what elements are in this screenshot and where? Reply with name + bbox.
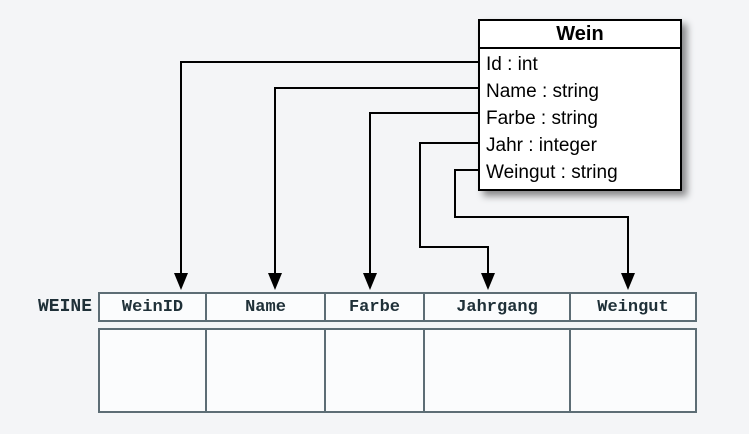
arrowhead-jahrgang [481,273,495,290]
column-header-farbe: Farbe [326,294,425,320]
empty-cell-jahrgang [425,330,571,411]
uml-class-box-wein: Wein Id : int Name : string Farbe : stri… [478,19,682,191]
class-attribute-jahr: Jahr : integer [486,135,597,156]
column-header-weinid: WeinID [100,294,207,320]
class-attribute-name: Name : string [486,81,599,102]
column-header-jahrgang: Jahrgang [425,294,571,320]
table-name-label: WEINE [37,297,92,317]
empty-cell-name [207,330,326,411]
column-header-name: Name [207,294,326,320]
arrowhead-weinid [174,273,188,290]
class-attribute-id: Id : int [486,54,538,75]
column-header-weingut: Weingut [597,297,669,317]
arrow-weingut-to-weingut [454,169,629,275]
table-empty-row [98,328,697,413]
class-attribute-farbe: Farbe : string [486,108,598,129]
table-header-row: WeinID Name Farbe Jahrgang Weingut [98,292,697,322]
class-attribute-weingut: Weingut : string [486,162,618,183]
arrowhead-name [268,273,282,290]
arrowhead-weingut [621,273,635,290]
class-title: Wein [480,21,680,49]
arrow-farbe-to-farbe [369,112,480,275]
empty-cell-weingut [571,330,695,411]
arrow-jahr-to-jahrgang [419,142,489,275]
arrowhead-farbe [363,273,377,290]
arrow-id-to-weinid [180,61,480,275]
empty-cell-farbe [326,330,425,411]
class-attribute-list: Id : int Name : string Farbe : string Ja… [480,49,680,189]
empty-cell-weinid [100,330,207,411]
arrow-name-to-name [274,87,480,275]
